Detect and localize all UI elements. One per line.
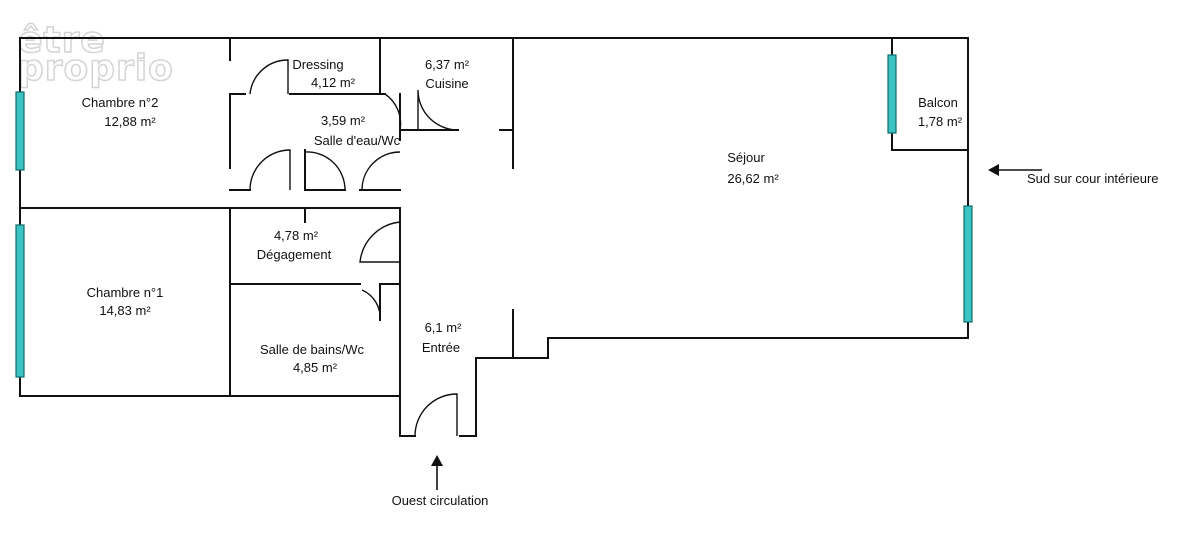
room-name-salle-eau: Salle d'eau/Wc bbox=[314, 133, 401, 148]
west-label: Ouest circulation bbox=[392, 493, 489, 508]
west-annotation: Ouest circulation bbox=[392, 455, 489, 508]
walls bbox=[19, 37, 969, 437]
south-arrow-head bbox=[988, 164, 999, 176]
room-area-sejour: 26,62 m² bbox=[727, 171, 779, 186]
west-arrow-head bbox=[431, 455, 443, 466]
room-area-dressing: 4,12 m² bbox=[311, 75, 356, 90]
room-labels: Chambre n°2 12,88 m² Dressing 4,12 m² 6,… bbox=[82, 57, 963, 375]
window-chambre1 bbox=[15, 224, 25, 378]
room-area-salle-bains: 4,85 m² bbox=[293, 360, 338, 375]
doors bbox=[249, 59, 459, 437]
window-balcon bbox=[887, 54, 897, 134]
windows bbox=[15, 54, 973, 378]
logo-line-2: proprio bbox=[18, 48, 174, 89]
room-name-degagement: Dégagement bbox=[257, 247, 332, 262]
logo-line-1: être bbox=[18, 20, 106, 61]
room-area-entree: 6,1 m² bbox=[425, 320, 463, 335]
room-name-dressing: Dressing bbox=[292, 57, 343, 72]
room-area-cuisine: 6,37 m² bbox=[425, 57, 470, 72]
room-area-chambre1: 14,83 m² bbox=[99, 303, 151, 318]
room-area-salle-eau: 3,59 m² bbox=[321, 113, 366, 128]
room-area-balcon: 1,78 m² bbox=[918, 114, 963, 129]
room-name-balcon: Balcon bbox=[918, 95, 958, 110]
window-sejour bbox=[963, 205, 973, 323]
room-name-sejour: Séjour bbox=[727, 150, 765, 165]
room-name-entree: Entrée bbox=[422, 340, 460, 355]
south-annotation: Sud sur cour intérieure bbox=[988, 164, 1159, 186]
room-name-chambre2: Chambre n°2 bbox=[82, 95, 159, 110]
room-area-degagement: 4,78 m² bbox=[274, 228, 319, 243]
south-label: Sud sur cour intérieure bbox=[1027, 171, 1159, 186]
room-name-salle-bains: Salle de bains/Wc bbox=[260, 342, 365, 357]
room-area-chambre2: 12,88 m² bbox=[104, 114, 156, 129]
room-name-cuisine: Cuisine bbox=[425, 76, 468, 91]
window-chambre2 bbox=[15, 91, 25, 171]
room-name-chambre1: Chambre n°1 bbox=[87, 285, 164, 300]
